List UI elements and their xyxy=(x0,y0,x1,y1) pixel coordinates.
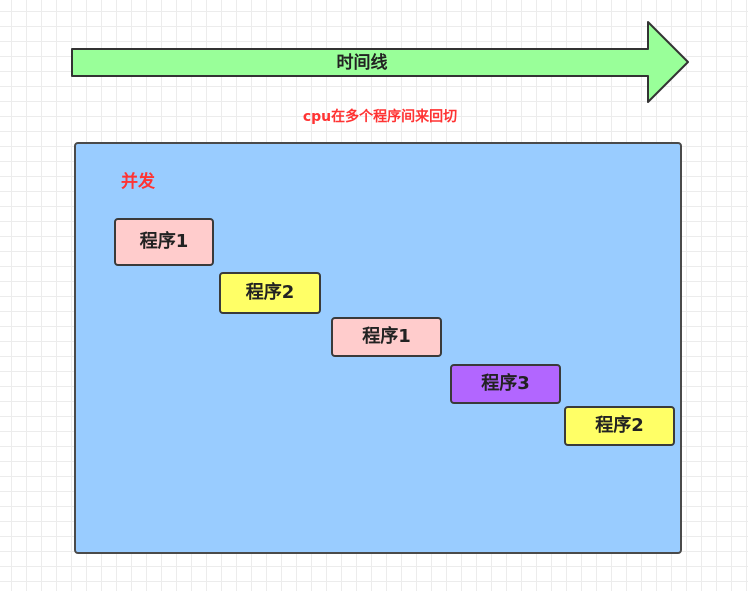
program-block-1: 程序1 xyxy=(114,218,214,266)
timeline-arrow xyxy=(71,21,689,103)
program-block-5: 程序2 xyxy=(564,406,675,446)
timeline-arrow-shape xyxy=(71,21,689,103)
program-block-4: 程序3 xyxy=(450,364,561,404)
program-block-3: 程序1 xyxy=(331,317,442,357)
timeline-label: 时间线 xyxy=(336,53,388,73)
concurrency-panel xyxy=(74,142,682,554)
concurrency-title: 并发 xyxy=(121,172,155,192)
cpu-switch-caption: cpu在多个程序间来回切 xyxy=(302,109,458,125)
program-block-2: 程序2 xyxy=(219,272,321,314)
